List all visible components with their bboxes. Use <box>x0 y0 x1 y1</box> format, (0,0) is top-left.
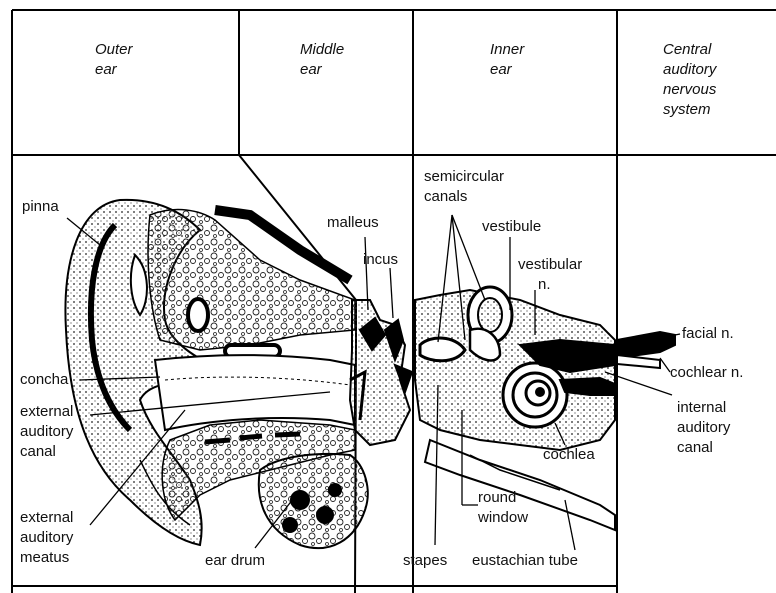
label-iac-line1: internal <box>677 398 730 418</box>
label-external-auditory-meatus: external auditory meatus <box>20 508 73 568</box>
label-vestibular-n: vestibular n. <box>518 255 582 295</box>
label-eac-line3: canal <box>20 442 73 462</box>
label-vestibule: vestibule <box>482 217 541 237</box>
label-concha: concha <box>20 370 68 390</box>
label-sc-line2: canals <box>424 187 504 207</box>
label-ear-drum: ear drum <box>205 551 265 571</box>
label-malleus: malleus <box>327 213 379 233</box>
header-central-system: Central auditory nervous system <box>663 40 716 120</box>
label-internal-auditory-canal: internal auditory canal <box>677 398 730 458</box>
label-eam-line3: meatus <box>20 548 73 568</box>
label-eac-line2: auditory <box>20 422 73 442</box>
label-cochlear-n: cochlear n. <box>670 363 743 383</box>
header-inner-line2: ear <box>490 60 524 80</box>
label-vn-line2: n. <box>518 275 582 295</box>
label-sc-line1: semicircular <box>424 167 504 187</box>
middle-ear-drawing <box>350 300 412 445</box>
header-central-line3: nervous <box>663 80 716 100</box>
label-facial-n: facial n. <box>682 324 734 344</box>
label-semicircular-canals: semicircular canals <box>424 167 504 207</box>
header-outer-line1: Outer <box>95 40 133 60</box>
label-external-auditory-canal: external auditory canal <box>20 402 73 462</box>
label-round-window: round window <box>478 488 528 528</box>
label-iac-line2: auditory <box>677 418 730 438</box>
label-stapes: stapes <box>403 551 447 571</box>
label-eac-line1: external <box>20 402 73 422</box>
header-middle-ear: Middle ear <box>300 40 344 80</box>
header-inner-line1: Inner <box>490 40 524 60</box>
header-middle-line2: ear <box>300 60 344 80</box>
label-incus: incus <box>363 250 398 270</box>
label-pinna: pinna <box>22 197 59 217</box>
header-central-line4: system <box>663 100 716 120</box>
label-cochlea: cochlea <box>543 445 595 465</box>
label-rw-line1: round <box>478 488 528 508</box>
label-eustachian-tube: eustachian tube <box>472 551 578 571</box>
header-central-line2: auditory <box>663 60 716 80</box>
label-eam-line2: auditory <box>20 528 73 548</box>
label-rw-line2: window <box>478 508 528 528</box>
header-central-line1: Central <box>663 40 716 60</box>
header-outer-ear: Outer ear <box>95 40 133 80</box>
header-outer-line2: ear <box>95 60 133 80</box>
mastoid-drawing <box>259 454 368 548</box>
label-iac-line3: canal <box>677 438 730 458</box>
label-eam-line1: external <box>20 508 73 528</box>
label-vn-line1: vestibular <box>518 255 582 275</box>
header-inner-ear: Inner ear <box>490 40 524 80</box>
central-nerves-drawing <box>617 332 675 368</box>
header-middle-line1: Middle <box>300 40 344 60</box>
